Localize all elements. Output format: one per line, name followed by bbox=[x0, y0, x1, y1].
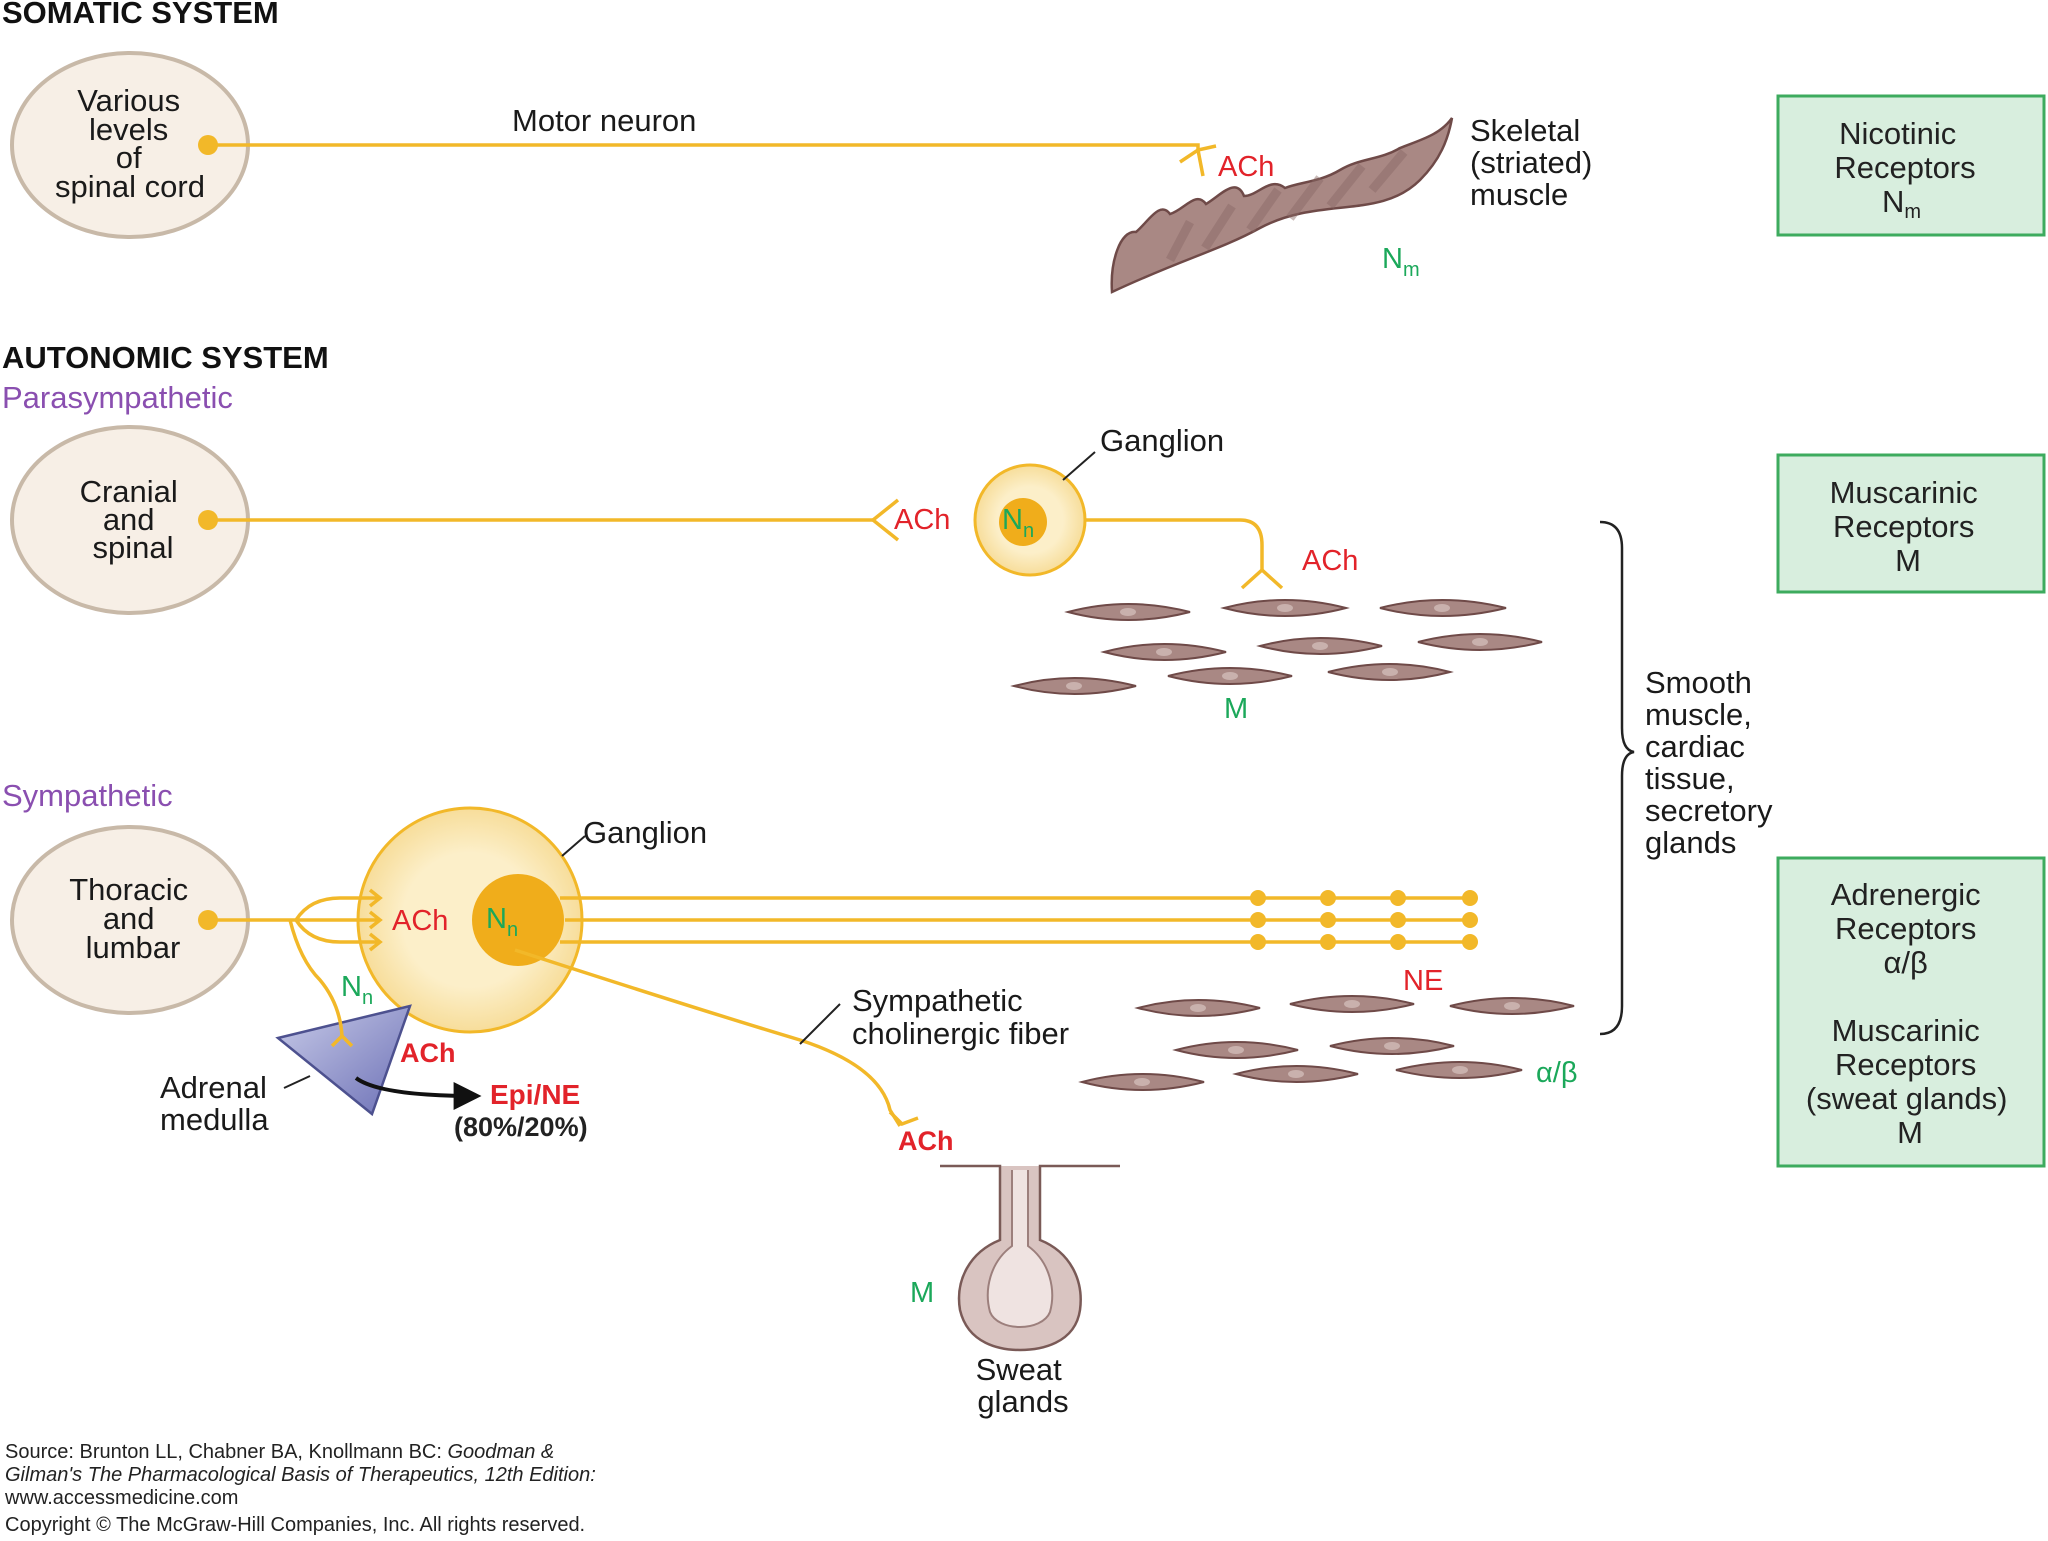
sympathetic-varicosities bbox=[1250, 890, 1478, 950]
parasympathetic-ganglion-nucleus bbox=[999, 498, 1047, 546]
skeletal-muscle bbox=[1110, 117, 1454, 294]
parasympathetic-title: Parasympathetic bbox=[2, 380, 233, 415]
somatic-terminal-stem bbox=[1196, 149, 1205, 177]
parasympathetic-smooth-muscle-cells bbox=[1010, 599, 1543, 695]
nicotinic-receptor-box bbox=[1776, 94, 2046, 237]
parasympathetic-origin-label: Cranial and spinal bbox=[80, 474, 187, 565]
somatic-receptor-label: Nm bbox=[1382, 243, 1420, 281]
autonomic-title: AUTONOMIC SYSTEM bbox=[2, 340, 329, 375]
motor-neuron-label: Motor neuron bbox=[512, 103, 696, 138]
sweat-gland-label: Sweat glands bbox=[976, 1352, 1071, 1419]
adrenal-receptor-label: Nn bbox=[341, 971, 373, 1009]
sympathetic-adrenal-fiber bbox=[288, 919, 344, 1037]
sympathetic-origin-label: Thoracic and lumbar bbox=[69, 872, 197, 965]
sympathetic-pre-terminals bbox=[368, 888, 383, 952]
somatic-title: SOMATIC SYSTEM bbox=[2, 0, 279, 30]
somatic-origin-label: Various levels of spinal cord bbox=[55, 83, 205, 204]
cholinergic-pointer bbox=[799, 1003, 841, 1045]
sympathetic-ganglion-pointer bbox=[561, 835, 586, 857]
targets-label: Smooth muscle, cardiac tissue, secretory… bbox=[1645, 665, 1781, 860]
sympathetic-ganglion-nucleus bbox=[472, 874, 564, 966]
parasympathetic-pre-terminal bbox=[870, 498, 900, 542]
adrenergic-muscarinic-receptor-box bbox=[1776, 856, 2046, 1168]
muscarinic-receptor-box bbox=[1776, 453, 2046, 594]
cholinergic-fiber-label: Sympathetic cholinergic fiber bbox=[852, 983, 1069, 1051]
adrenal-ratio-label: (80%/20%) bbox=[454, 1112, 588, 1142]
cholinergic-terminal bbox=[888, 1110, 919, 1127]
sympathetic-preganglionic-branches bbox=[294, 896, 380, 944]
sympathetic-ganglion-label: Ganglion bbox=[583, 815, 707, 850]
somatic-ach-label: ACh bbox=[1218, 151, 1274, 183]
parasympathetic-pre-ach: ACh bbox=[894, 504, 950, 536]
sympathetic-title: Sympathetic bbox=[2, 778, 173, 813]
skeletal-muscle-label: Skeletal (striated) muscle bbox=[1470, 113, 1601, 212]
parasympathetic-ganglion-pointer bbox=[1062, 451, 1096, 481]
adrenal-ach-label: ACh bbox=[400, 1038, 456, 1068]
cholinergic-ach-label: ACh bbox=[898, 1126, 954, 1156]
adrenergic-receptor-text: Adrenergic Receptors α/β Muscarinic Rece… bbox=[1806, 877, 2016, 1150]
parasympathetic-ganglion-receptor: Nn bbox=[1002, 504, 1034, 542]
sympathetic-pre-ach: ACh bbox=[392, 905, 448, 937]
adrenal-medulla-label: Adrenal medulla bbox=[160, 1070, 275, 1137]
nicotinic-receptor-symbol: Nm bbox=[1882, 184, 1921, 223]
parasympathetic-ganglion-label: Ganglion bbox=[1100, 423, 1224, 458]
sympathetic-ganglion-receptor: Nn bbox=[486, 903, 518, 941]
parasympathetic-postganglionic-axon bbox=[1085, 518, 1264, 570]
muscarinic-receptor-text: Muscarinic Receptors M bbox=[1830, 475, 1987, 578]
copyright-line: Copyright © The McGraw-Hill Companies, I… bbox=[5, 1514, 585, 1536]
sympathetic-target-receptor: α/β bbox=[1536, 1057, 1578, 1089]
nicotinic-receptor-text: Nicotinic Receptors bbox=[1834, 116, 1975, 185]
adrenal-output-label: Epi/NE bbox=[490, 1079, 580, 1110]
sympathetic-cholinergic-fiber bbox=[514, 948, 902, 1127]
sympathetic-postganglionic-fibers bbox=[560, 896, 1470, 944]
adrenal-output-arrow bbox=[354, 1076, 482, 1110]
source-line-3: www.accessmedicine.com bbox=[4, 1487, 238, 1509]
source-line-1: Source: Brunton LL, Chabner BA, Knollman… bbox=[5, 1441, 554, 1463]
adrenal-terminal bbox=[330, 1033, 354, 1048]
sweat-gland-receptor: M bbox=[910, 1277, 934, 1309]
parasympathetic-post-terminal bbox=[1240, 567, 1284, 590]
targets-brace bbox=[1599, 520, 1635, 1036]
parasympathetic-post-ach: ACh bbox=[1302, 545, 1358, 577]
sympathetic-smooth-muscle-cells bbox=[1078, 995, 1575, 1091]
sweat-gland-lumen bbox=[986, 1170, 1054, 1328]
muscle-striations bbox=[1166, 149, 1408, 263]
somatic-motor-neuron-axon bbox=[208, 143, 1200, 150]
sympathetic-cell-nuclei bbox=[1134, 1000, 1520, 1086]
source-line-2: Gilman's The Pharmacological Basis of Th… bbox=[5, 1464, 596, 1486]
parasympathetic-target-receptor: M bbox=[1224, 693, 1248, 725]
adrenal-pointer bbox=[283, 1075, 311, 1089]
parasympathetic-cell-nuclei bbox=[1066, 604, 1488, 690]
sympathetic-ne-label: NE bbox=[1403, 965, 1443, 997]
adrenal-medulla bbox=[275, 1004, 412, 1117]
